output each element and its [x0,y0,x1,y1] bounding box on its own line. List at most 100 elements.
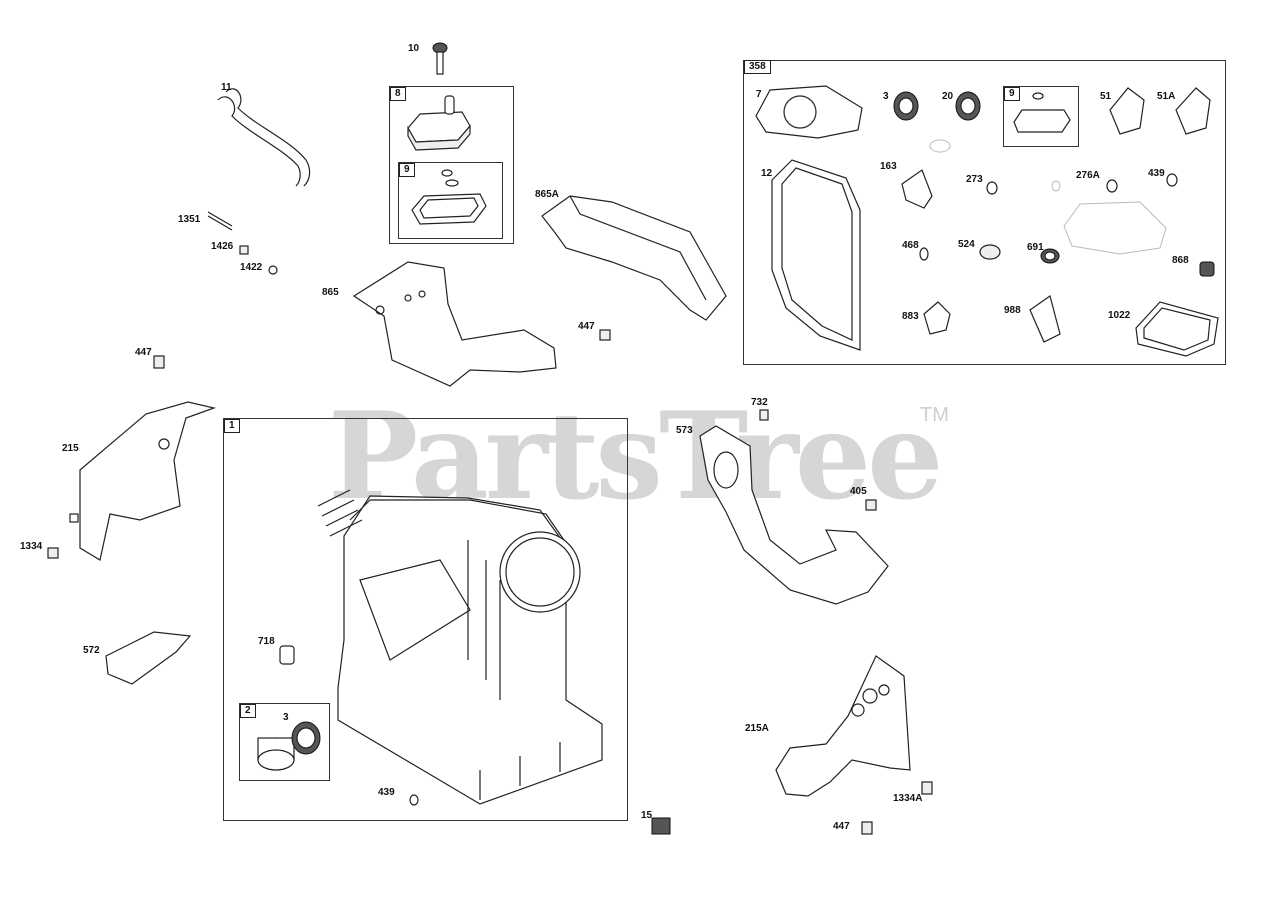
part-12-crankcase-gasket[interactable] [771,159,861,351]
kit-9-frame [398,162,503,239]
callout-865[interactable]: 865 [322,287,339,298]
part-3-seal-kit2[interactable] [291,721,321,755]
part-215A-bracket[interactable] [775,655,911,797]
callout-10[interactable]: 10 [408,43,420,54]
part-15-plug[interactable] [651,817,671,835]
part-1334A-bolt[interactable] [921,781,933,795]
part-276A-washer[interactable] [1051,179,1118,193]
part-691-seal[interactable] [1040,248,1060,264]
callout-51[interactable]: 51 [1100,91,1112,102]
callout-572[interactable]: 572 [83,645,100,656]
part-215-shroud[interactable] [79,401,217,561]
part-439-washer[interactable] [1166,173,1178,187]
callout-447-a[interactable]: 447 [578,321,595,332]
callout-163[interactable]: 163 [880,161,897,172]
callout-12[interactable]: 12 [761,168,773,179]
kit-8-frame [389,86,514,244]
trademark-mark: TM [920,404,949,426]
faded-gasket-outline [1063,201,1167,255]
callout-691[interactable]: 691 [1027,242,1044,253]
part-405-screw[interactable] [865,499,877,511]
part-883-gasket[interactable] [923,301,951,335]
callout-405[interactable]: 405 [850,486,867,497]
kit-1-frame [223,418,628,821]
callout-868[interactable]: 868 [1172,255,1189,266]
callout-273[interactable]: 273 [966,174,983,185]
part-988-gasket[interactable] [1029,295,1061,343]
kit-9-label-358[interactable]: 9 [1004,87,1020,101]
part-11-hose[interactable] [217,88,311,187]
part-447-bolt-a[interactable] [599,329,611,341]
kit-358-frame [743,60,1226,365]
callout-276A[interactable]: 276A [1076,170,1100,181]
callout-15[interactable]: 15 [641,810,653,821]
part-868-seal[interactable] [1199,261,1215,277]
part-3-seal[interactable] [893,91,919,121]
callout-865A[interactable]: 865A [535,189,559,200]
part-273-washer[interactable] [986,181,998,195]
callout-573[interactable]: 573 [676,425,693,436]
callout-20[interactable]: 20 [942,91,954,102]
callout-988[interactable]: 988 [1004,305,1021,316]
callout-51A[interactable]: 51A [1157,91,1176,102]
kit-2-frame [239,703,330,781]
callout-11[interactable]: 11 [221,82,232,93]
part-439-washer-block[interactable] [409,794,419,806]
kit-9-label[interactable]: 9 [399,163,415,177]
part-1022-gasket[interactable] [1135,301,1219,357]
kit-1-label[interactable]: 1 [224,419,240,433]
kit-358-label[interactable]: 358 [744,60,771,74]
faded-ring-outline [929,139,951,153]
callout-1334A[interactable]: 1334A [893,793,923,804]
callout-1426[interactable]: 1426 [211,241,234,252]
kit-2-label[interactable]: 2 [240,704,256,718]
callout-732[interactable]: 732 [751,397,768,408]
part-163-gasket[interactable] [901,169,933,209]
part-468-washer[interactable] [919,247,929,261]
part-1426-nut[interactable] [239,245,249,255]
callout-3-kit2[interactable]: 3 [283,712,289,723]
part-718-dowel[interactable] [279,645,295,665]
part-447-bolt-b[interactable] [153,355,165,369]
kit-9-inner-frame [1003,86,1079,147]
callout-1351[interactable]: 1351 [178,214,201,225]
callout-215[interactable]: 215 [62,443,79,454]
part-51A-gasket[interactable] [1175,87,1211,135]
part-1422-nut[interactable] [268,265,278,275]
callout-718[interactable]: 718 [258,636,275,647]
part-8-rocker-cover[interactable] [407,95,471,151]
callout-7[interactable]: 7 [756,89,762,100]
callout-883[interactable]: 883 [902,311,919,322]
part-1-cylinder-block[interactable] [317,489,603,805]
part-1351-pin[interactable] [207,211,233,231]
part-2-bearing[interactable] [257,737,295,771]
part-1334-bolt[interactable] [47,547,59,559]
part-524-plug[interactable] [979,244,1001,260]
callout-524[interactable]: 524 [958,239,975,250]
callout-3[interactable]: 3 [883,91,889,102]
callout-1022[interactable]: 1022 [1108,310,1131,321]
part-9-gasket[interactable] [411,169,487,225]
callout-447-b[interactable]: 447 [135,347,152,358]
part-447-bolt-c[interactable] [861,821,873,835]
callout-439-block[interactable]: 439 [378,787,395,798]
part-51-gasket[interactable] [1109,87,1145,135]
part-7-head-gasket[interactable] [755,85,863,139]
part-9-gasket-kit358[interactable] [1013,92,1071,133]
part-865-baffle[interactable] [352,261,557,387]
callout-468[interactable]: 468 [902,240,919,251]
callout-439[interactable]: 439 [1148,168,1165,179]
part-10-bolt[interactable] [432,42,448,75]
part-20-seal[interactable] [955,91,981,121]
part-732-screw[interactable] [759,409,769,421]
callout-1422[interactable]: 1422 [240,262,263,273]
kit-8-label[interactable]: 8 [390,87,406,101]
part-573-backplate[interactable] [699,425,889,605]
part-865A-baffle[interactable] [541,195,727,321]
callout-447-c[interactable]: 447 [833,821,850,832]
part-572-bracket[interactable] [105,631,192,685]
callout-215A[interactable]: 215A [745,723,769,734]
callout-1334[interactable]: 1334 [20,541,43,552]
